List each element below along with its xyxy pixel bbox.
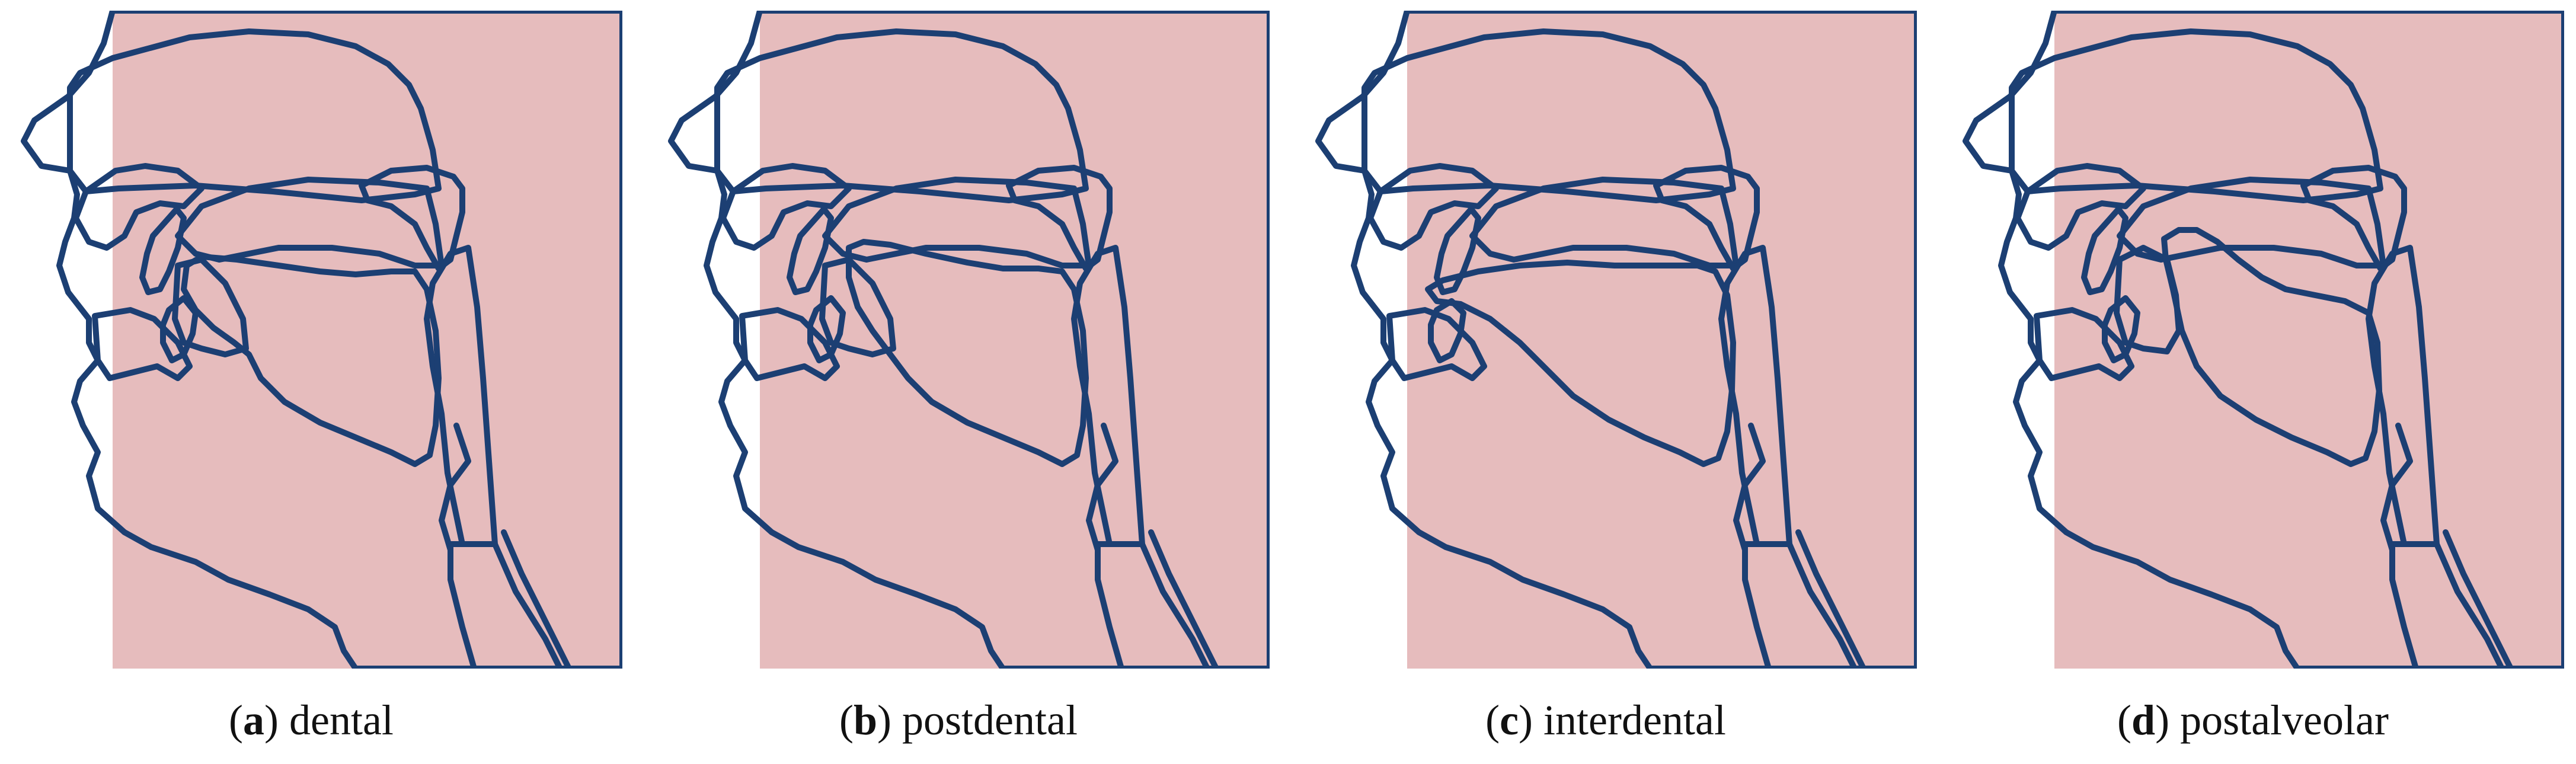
lower-teeth <box>2102 295 2140 363</box>
lower-lip <box>739 307 840 381</box>
hard-palate <box>2117 177 2386 268</box>
lower-lip <box>1386 307 1487 381</box>
tongue <box>2161 227 2382 467</box>
upper-lip <box>2015 163 2146 251</box>
velum <box>359 165 465 271</box>
caption-letter: b <box>854 696 878 744</box>
lower-lip <box>2034 307 2134 381</box>
larynx <box>448 541 563 669</box>
nasal-cavity <box>2009 28 2383 203</box>
tongue <box>1425 260 1736 467</box>
upper-teeth <box>139 206 187 295</box>
face-profile <box>1963 11 2564 669</box>
hard-palate <box>1469 177 1739 268</box>
epiglottis <box>1086 423 1118 553</box>
caption-letter: a <box>243 696 265 744</box>
caption-postdental: (b) postdental <box>839 696 1078 744</box>
face-profile <box>668 11 1270 669</box>
vocal-tract-diagram-postalveolar <box>1942 11 2564 669</box>
upper-lip <box>1367 163 1499 251</box>
caption-label: postalveolar <box>2180 696 2389 744</box>
upper-teeth <box>787 206 834 295</box>
velum <box>2300 165 2407 271</box>
caption-label: interdental <box>1543 696 1726 744</box>
caption-postalveolar: (d) postalveolar <box>2117 696 2389 744</box>
upper-teeth <box>2081 206 2128 295</box>
panel-postalveolar <box>1942 11 2564 669</box>
velum <box>1006 165 1113 271</box>
lower-lip <box>92 307 193 381</box>
lower-teeth <box>807 295 846 363</box>
tongue <box>846 239 1089 467</box>
epiglottis <box>1733 423 1766 553</box>
panel-interdental <box>1295 11 1917 669</box>
nasal-cavity <box>714 28 1089 203</box>
upper-lip <box>720 163 852 251</box>
caption-label: dental <box>289 696 394 744</box>
vocal-tract-diagram-dental <box>0 11 622 669</box>
caption-letter: d <box>2131 696 2156 744</box>
upper-teeth <box>1434 206 1481 295</box>
velum <box>1653 165 1760 271</box>
nasal-cavity <box>67 28 442 203</box>
face-profile <box>1315 11 1917 669</box>
trachea-line <box>1795 529 1867 669</box>
panel-postdental <box>647 11 1270 669</box>
vocal-tract-diagram-interdental <box>1295 11 1917 669</box>
panel-dental <box>0 11 622 669</box>
caption-letter: c <box>1500 696 1519 744</box>
face-profile <box>21 11 622 669</box>
epiglottis <box>439 423 471 553</box>
jaw-interior <box>819 257 896 357</box>
jaw-interior <box>2114 245 2182 354</box>
vocal-tract-diagram-postdental <box>647 11 1270 669</box>
larynx <box>1742 541 1858 669</box>
trachea-line <box>2443 529 2514 669</box>
caption-interdental: (c) interdental <box>1485 696 1726 744</box>
tongue <box>181 254 442 467</box>
nasal-cavity <box>1361 28 1736 203</box>
caption-dental: (a) dental <box>229 696 394 744</box>
epiglottis <box>2380 423 2413 553</box>
jaw-interior <box>172 257 249 357</box>
upper-lip <box>73 163 204 251</box>
larynx <box>2389 541 2505 669</box>
caption-label: postdental <box>902 696 1078 744</box>
trachea-line <box>501 529 572 669</box>
trachea-line <box>1148 529 1219 669</box>
hard-palate <box>822 177 1092 268</box>
larynx <box>1095 541 1210 669</box>
lower-teeth <box>160 295 199 363</box>
